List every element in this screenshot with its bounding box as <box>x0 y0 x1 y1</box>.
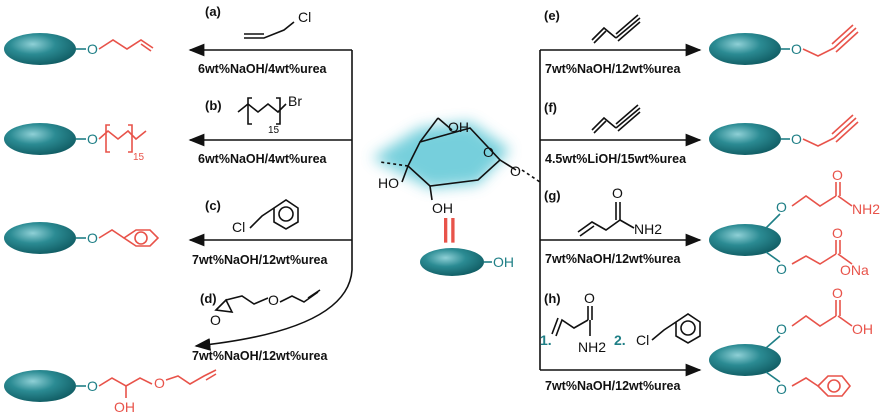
equals-sign: || <box>442 213 457 243</box>
center-oh-bottom: OH <box>432 200 453 216</box>
product-e: O <box>709 24 859 65</box>
reagent-hexadecyl-bromide: Br 15 <box>237 93 302 136</box>
cellulose-oh: OH <box>420 248 514 276</box>
step-2: 2. <box>614 332 626 348</box>
label-b: (b) <box>205 98 222 113</box>
reagent-h-nh2: NH2 <box>578 339 606 355</box>
ring-o: O <box>483 144 494 160</box>
cellulose-ellipse-h <box>709 344 781 376</box>
reagent-b-br: Br <box>288 93 302 109</box>
label-f: (f) <box>544 100 557 115</box>
product-g-o3: O <box>776 261 787 277</box>
product-g-o4: O <box>832 225 843 241</box>
product-d: O OH O <box>4 369 217 414</box>
cellulose-ellipse-g <box>709 224 781 256</box>
product-g-nh2: NH2 <box>852 201 880 217</box>
arrow-d <box>194 240 353 351</box>
condition-c: 7wt%NaOH/12wt%urea <box>192 253 329 267</box>
product-e-o: O <box>791 41 802 57</box>
reagent-allyl-glycidyl-ether: O O <box>210 289 321 328</box>
condition-a: 6wt%NaOH/4wt%urea <box>198 62 328 76</box>
step-1: 1. <box>540 332 552 348</box>
reagent-h-benzyl-chloride: Cl <box>636 313 701 348</box>
center-o-right: O <box>510 163 521 179</box>
reagent-acrylamide: O NH2 <box>577 185 662 237</box>
condition-g: 7wt%NaOH/12wt%urea <box>545 252 682 266</box>
product-g-ona: ONa <box>840 262 869 278</box>
product-f: O <box>709 114 859 155</box>
cellulose-ellipse-center <box>420 248 484 276</box>
reagent-benzyl-chloride: Cl <box>232 199 299 235</box>
label-c: (c) <box>205 198 221 213</box>
product-b-subscript: 15 <box>133 152 145 163</box>
label-a: (a) <box>205 4 221 19</box>
cellulose-ellipse-b <box>4 123 76 155</box>
reagent-g-o: O <box>612 185 623 201</box>
product-h-oh: OH <box>852 321 873 337</box>
condition-d: 7wt%NaOH/12wt%urea <box>192 349 329 363</box>
cellulose-ellipse-a <box>4 33 76 65</box>
reagent-e <box>591 14 641 44</box>
reagent-c-cl: Cl <box>232 219 245 235</box>
reagent-a-cl: Cl <box>298 9 311 25</box>
product-g-o2: O <box>832 167 843 183</box>
product-d-o1: O <box>87 378 98 394</box>
label-h: (h) <box>544 291 561 306</box>
label-d: (d) <box>200 291 217 306</box>
reagent-h-acrylamide: O NH2 <box>551 290 606 355</box>
product-h: O O OH O <box>709 285 873 397</box>
condition-e: 7wt%NaOH/12wt%urea <box>545 62 682 76</box>
glucose-unit: O OH OH HO O <box>372 117 541 216</box>
reagent-d-o2: O <box>268 292 279 308</box>
reagent-allyl-chloride: Cl <box>244 9 311 39</box>
product-b-o: O <box>87 131 98 147</box>
product-h-o1: O <box>776 321 787 337</box>
cellulose-ellipse-f <box>709 123 781 155</box>
reagent-b-subscript: 15 <box>268 125 280 136</box>
label-e: (e) <box>544 8 560 23</box>
reagent-f <box>591 104 641 134</box>
label-g: (g) <box>544 188 561 203</box>
condition-b: 6wt%NaOH/4wt%urea <box>198 152 328 166</box>
cellulose-ellipse-e <box>709 33 781 65</box>
product-c-o: O <box>87 230 98 246</box>
center-oh-top: OH <box>448 119 469 135</box>
center-ho-left: HO <box>378 175 399 191</box>
product-g-o1: O <box>776 199 787 215</box>
product-a-o: O <box>87 41 98 57</box>
center-oh-cellulose: OH <box>493 254 514 270</box>
reagent-d-o1: O <box>210 312 221 328</box>
reagent-h-cl: Cl <box>636 332 649 348</box>
reagent-h-o: O <box>584 290 595 306</box>
cellulose-ellipse-d <box>4 370 76 402</box>
product-g: O O NH2 O O ONa <box>709 167 880 278</box>
product-d-oh: OH <box>114 399 135 414</box>
condition-f: 4.5wt%LiOH/15wt%urea <box>545 152 687 166</box>
product-d-o2: O <box>154 375 165 391</box>
product-f-o: O <box>791 131 802 147</box>
product-h-o3: O <box>776 381 787 397</box>
product-b: O 15 <box>4 123 147 163</box>
reagent-g-nh2: NH2 <box>634 221 662 237</box>
cellulose-ellipse-c <box>4 222 76 254</box>
product-a: O <box>4 33 154 65</box>
product-h-o2: O <box>832 285 843 301</box>
condition-h: 7wt%NaOH/12wt%urea <box>545 379 682 393</box>
product-c: O <box>4 222 160 254</box>
